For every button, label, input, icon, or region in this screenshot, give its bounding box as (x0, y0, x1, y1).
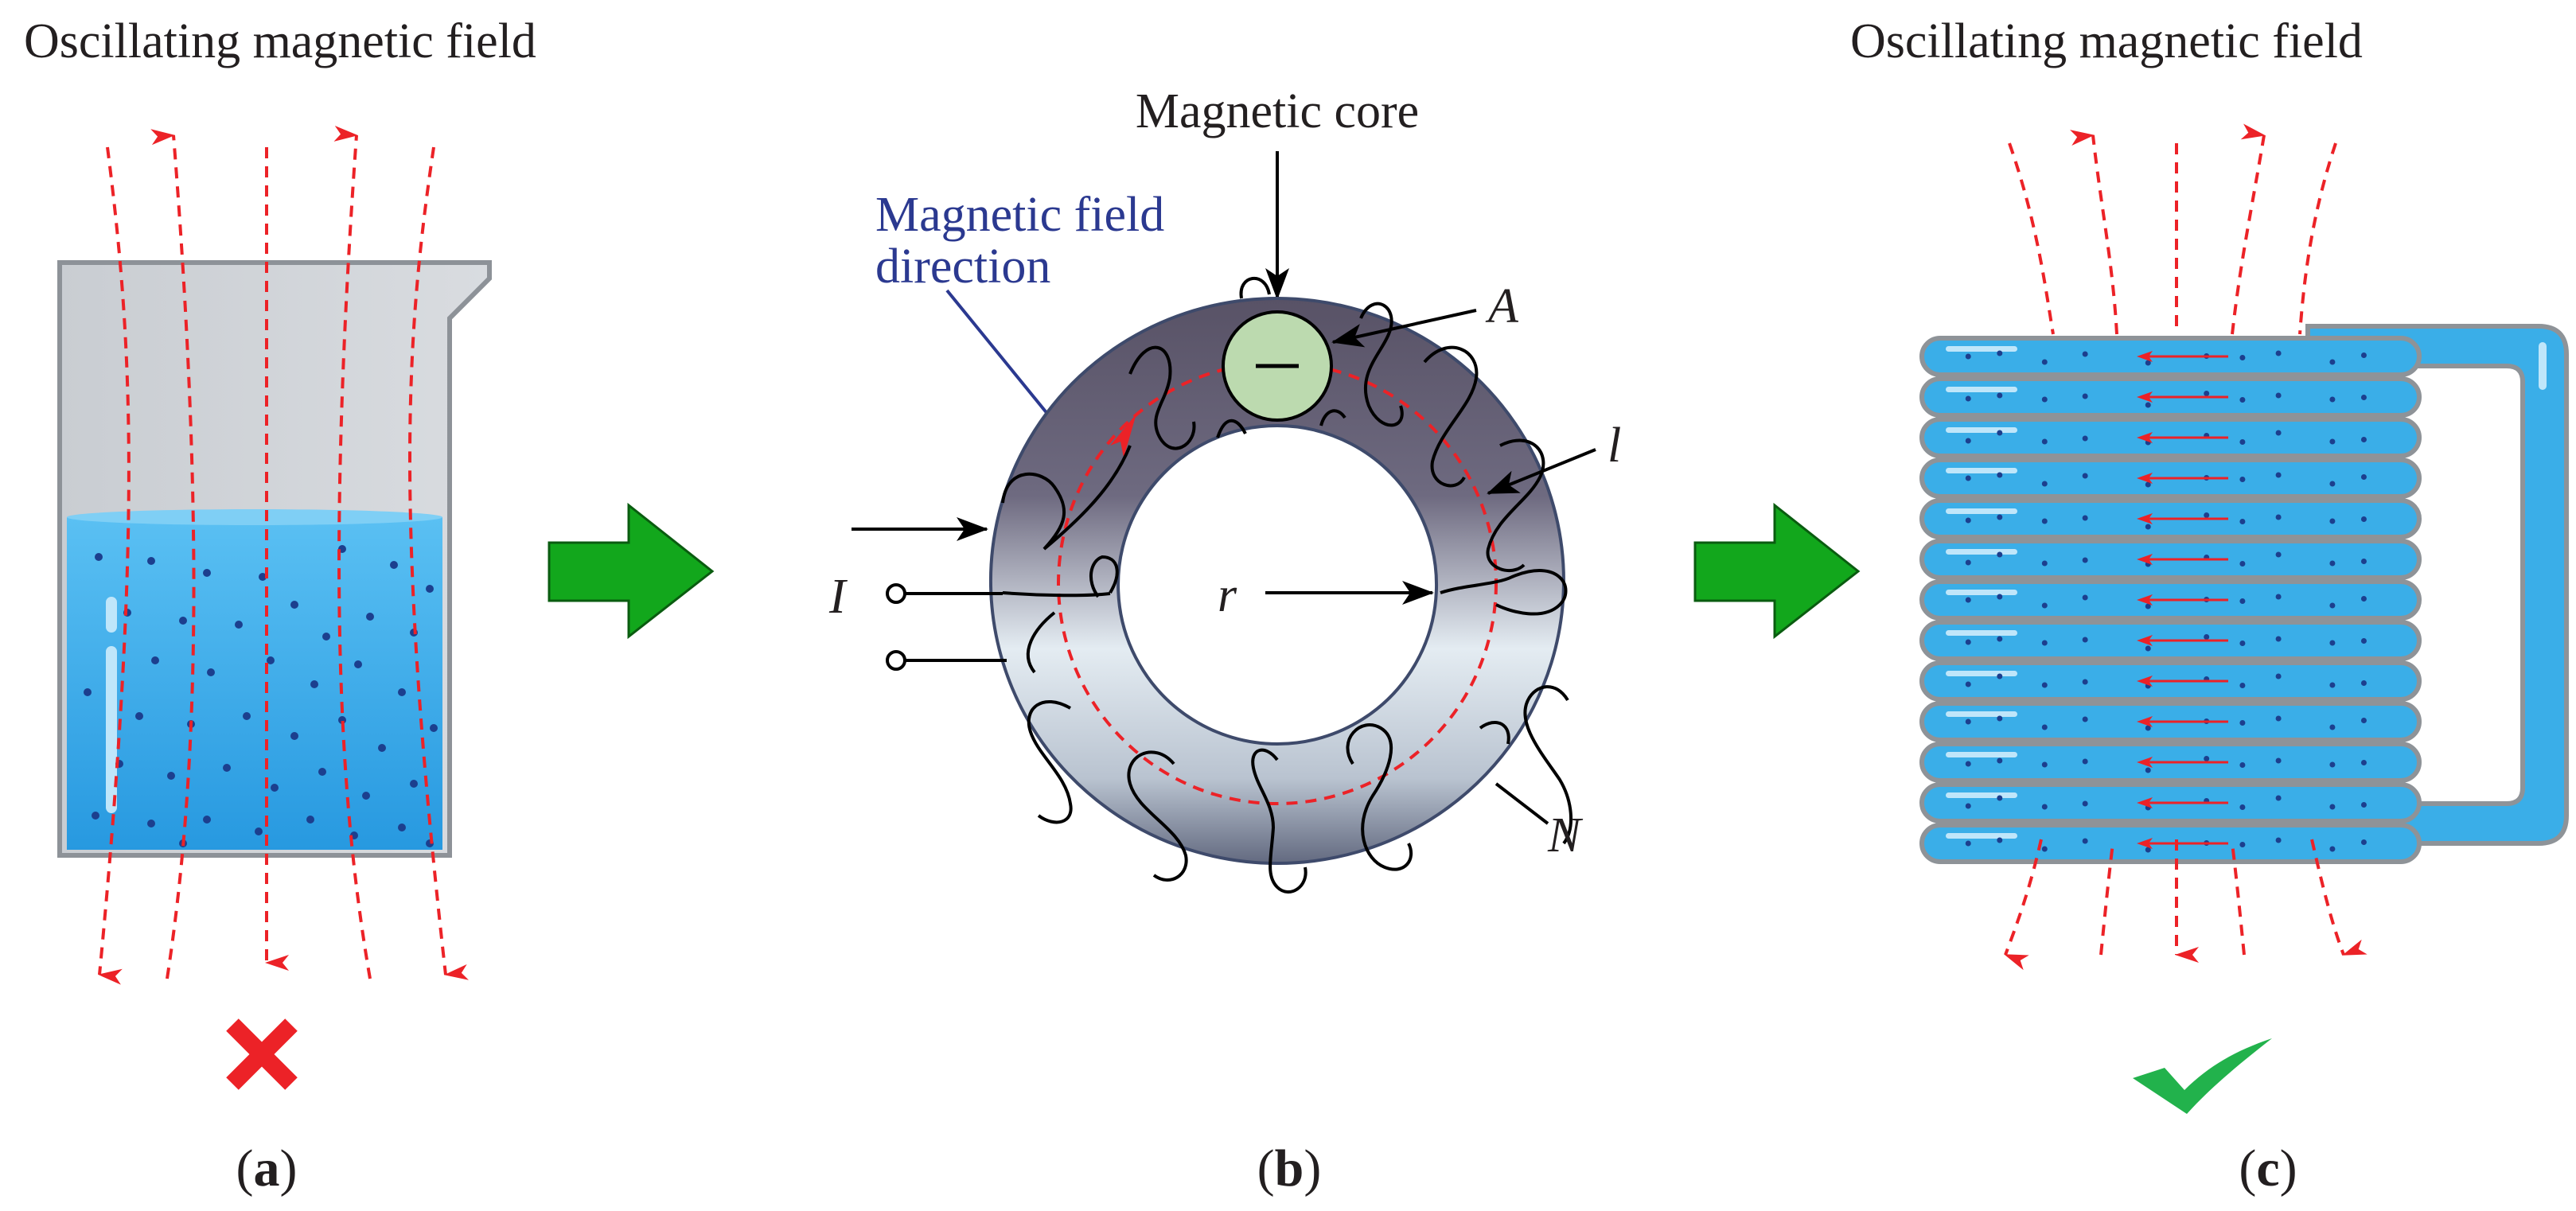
field-lines-a (98, 126, 469, 985)
label-I: I (828, 570, 848, 624)
flow-arrow (2137, 716, 2228, 727)
label-A-pointer (1331, 309, 1477, 348)
label-N: N (1547, 808, 1584, 862)
coil-turn (1919, 742, 2422, 783)
cross-section (1222, 310, 1333, 422)
panel-c: Oscillating magnetic field (c) (1850, 14, 2569, 1197)
liquid (67, 517, 442, 850)
field-lines-c (2004, 123, 2368, 971)
flow-arrow (2137, 838, 2228, 849)
lead-wires (896, 592, 1007, 662)
flow-arrow (2137, 797, 2228, 808)
coil-turn (1919, 579, 2422, 621)
flow-arrow (2137, 473, 2228, 484)
flow-arrow (2137, 594, 2228, 606)
flow-arrow (2137, 757, 2228, 768)
flow-arrow (2137, 432, 2228, 443)
flow-arrow (2137, 391, 2228, 403)
beaker (57, 260, 492, 858)
coil-turns (1919, 336, 2422, 864)
coil-turn (1919, 660, 2422, 702)
coil-turn (1919, 417, 2422, 458)
coil-turn (1919, 620, 2422, 661)
panel-a-caption: (a) (236, 1139, 298, 1197)
transition-arrow-2 (1693, 502, 1861, 640)
coil-turn (1919, 458, 2422, 499)
label-N-pointer (1495, 782, 1549, 825)
coil-turn (1919, 336, 2422, 377)
coil-turn (1919, 823, 2422, 864)
coil-turn (1919, 701, 2422, 742)
panel-a: Oscillating magnetic field (24, 14, 536, 1197)
flow-arrow (2137, 513, 2228, 524)
panel-b-caption: (b) (1257, 1139, 1322, 1197)
coil-turn (1919, 376, 2422, 418)
check-mark-icon (2133, 1038, 2272, 1114)
magnetic-core-label: Magnetic core (1136, 84, 1419, 138)
windings (1001, 277, 1573, 894)
panel-a-title: Oscillating magnetic field (24, 14, 536, 68)
flow-arrow (2137, 635, 2228, 646)
label-r: r (1218, 568, 1237, 622)
flow-arrow (2137, 351, 2228, 362)
label-l: l (1608, 419, 1621, 473)
field-direction-label-line2: direction (875, 239, 1050, 294)
panel-b: Magnetic core Magnetic field direction (828, 84, 1621, 1197)
toroid-core (988, 297, 1565, 865)
coil-turn (1919, 782, 2422, 824)
cross-mark-icon (226, 1018, 298, 1090)
terminal-2 (886, 650, 906, 671)
terminal-1 (886, 583, 906, 604)
label-l-pointer (1487, 448, 1596, 495)
field-direction-label-line1: Magnetic field (875, 188, 1164, 242)
mean-path-arrowhead (1110, 414, 1136, 458)
coil-turn (1919, 498, 2422, 539)
label-A: A (1485, 279, 1519, 333)
panel-c-caption: (c) (2239, 1139, 2297, 1197)
flow-arrow (2137, 676, 2228, 687)
flow-arrow (2137, 554, 2228, 565)
coil-turn (1919, 539, 2422, 580)
transition-arrow-1 (548, 502, 715, 640)
panel-c-title: Oscillating magnetic field (1850, 14, 2363, 68)
